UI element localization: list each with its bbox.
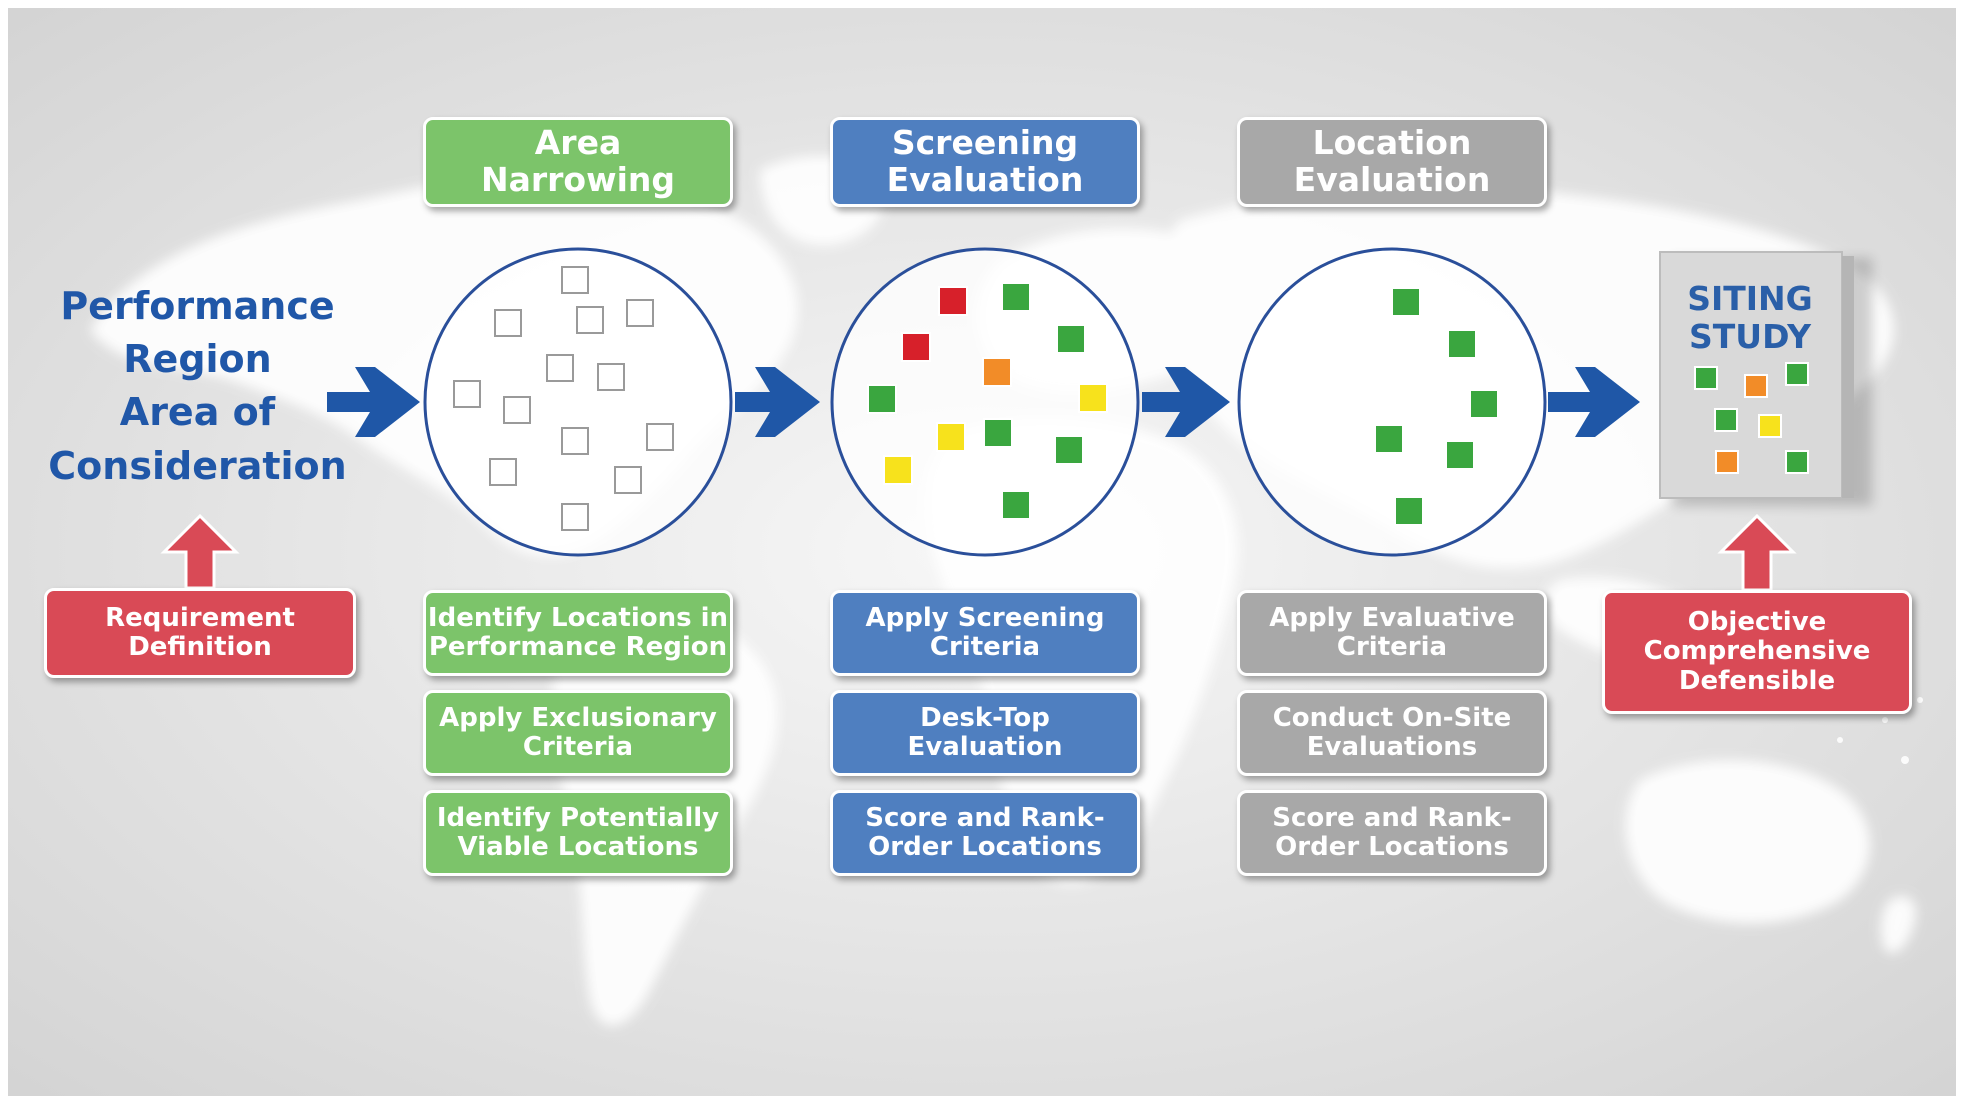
screening-step-1: Apply Screening Criteria [830, 590, 1140, 676]
yellow-location-marker [936, 422, 966, 452]
green-location-marker [1445, 440, 1475, 470]
location-step-3: Score and Rank- Order Locations [1237, 790, 1547, 876]
green-location-marker [1056, 324, 1086, 354]
orange-location-marker [982, 357, 1012, 387]
screening-step-3: Score and Rank- Order Locations [830, 790, 1140, 876]
left-label-line-4: Consideration [48, 443, 347, 488]
empty-location-marker [626, 299, 654, 327]
siting-title-line-1: SITING [1687, 279, 1813, 318]
step-label: Desk-Top Evaluation [907, 702, 1063, 762]
step-label: Apply Exclusionary Criteria [439, 702, 717, 762]
requirement-definition-box: Requirement Definition [44, 588, 356, 678]
green-location-marker [1391, 287, 1421, 317]
green-location-marker [1785, 362, 1809, 386]
flow-arrow-3 [1142, 367, 1230, 437]
empty-location-marker [576, 306, 604, 334]
stage-circles [423, 247, 1547, 557]
step-label: Apply Evaluative Criteria [1269, 602, 1515, 662]
green-location-marker [1394, 496, 1424, 526]
document-spine [1842, 256, 1854, 498]
location-step-1: Apply Evaluative Criteria [1237, 590, 1547, 676]
green-location-marker [1001, 490, 1031, 520]
empty-location-marker [503, 396, 531, 424]
empty-location-marker [489, 458, 517, 486]
island-dot [1882, 717, 1888, 723]
green-location-marker [1469, 389, 1499, 419]
empty-location-marker [561, 266, 589, 294]
stage-header-location-evaluation: Location Evaluation [1237, 117, 1547, 207]
green-location-marker [983, 418, 1013, 448]
flow-arrows [327, 367, 1640, 437]
yellow-location-marker [883, 455, 913, 485]
red-location-marker [901, 332, 931, 362]
outcome-box: Objective Comprehensive Defensible [1602, 590, 1912, 714]
orange-location-marker [1715, 450, 1739, 474]
yellow-location-marker [1758, 414, 1782, 438]
screening-step-2: Desk-Top Evaluation [830, 690, 1140, 776]
orange-location-marker [1744, 374, 1768, 398]
step-label: Apply Screening Criteria [865, 602, 1105, 662]
stage-header-area-narrowing: Area Narrowing [423, 117, 733, 207]
stage-circle-location [1237, 247, 1547, 557]
step-label: Identify Locations in Performance Region [427, 602, 729, 662]
empty-location-marker [614, 466, 642, 494]
empty-location-marker [597, 363, 625, 391]
outcome-line-3: Defensible [1678, 665, 1836, 696]
green-location-marker [867, 384, 897, 414]
new-zealand-shape [1880, 896, 1916, 954]
empty-location-marker [561, 503, 589, 531]
empty-location-marker [494, 309, 522, 337]
step-label: Score and Rank- Order Locations [865, 802, 1105, 862]
stage-title: Location Evaluation [1293, 123, 1491, 199]
location-markers [453, 266, 1809, 531]
empty-location-marker [561, 427, 589, 455]
green-location-marker [1374, 424, 1404, 454]
island-dot [1837, 737, 1843, 743]
area-step-3: Identify Potentially Viable Locations [423, 790, 733, 876]
island-dot [1901, 756, 1909, 764]
left-label-line-1: Performance [60, 284, 335, 328]
flow-arrow-1 [327, 367, 420, 437]
green-location-marker [1714, 408, 1738, 432]
left-label-line-2: Region [123, 337, 272, 382]
island-dot [1917, 697, 1923, 703]
empty-location-marker [453, 380, 481, 408]
green-location-marker [1054, 435, 1084, 465]
step-label: Conduct On-Site Evaluations [1272, 702, 1512, 762]
performance-region-label: Performance Region Area of Consideration [30, 280, 365, 493]
stage-title: Screening Evaluation [886, 123, 1084, 199]
stage-title: Area Narrowing [480, 123, 676, 199]
outcome-line-2: Comprehensive [1643, 636, 1871, 667]
location-step-2: Conduct On-Site Evaluations [1237, 690, 1547, 776]
yellow-location-marker [1078, 383, 1108, 413]
green-location-marker [1447, 329, 1477, 359]
flow-arrow-4 [1548, 367, 1640, 437]
requirement-line-1: Requirement [105, 602, 295, 633]
green-location-marker [1694, 366, 1718, 390]
green-location-marker [1785, 450, 1809, 474]
outcome-line-1: Objective [1687, 607, 1827, 638]
step-label: Score and Rank- Order Locations [1272, 802, 1512, 862]
red-location-marker [938, 286, 968, 316]
up-arrows [160, 513, 1797, 592]
area-step-1: Identify Locations in Performance Region [423, 590, 733, 676]
australia-shape [1625, 760, 1870, 924]
stage-header-screening-evaluation: Screening Evaluation [830, 117, 1140, 207]
requirement-line-2: Definition [128, 632, 272, 662]
step-label: Identify Potentially Viable Locations [436, 802, 720, 862]
empty-location-marker [546, 354, 574, 382]
siting-study-title: SITING STUDY [1660, 280, 1840, 356]
empty-location-marker [646, 423, 674, 451]
left-label-line-3: Area of [119, 390, 276, 435]
green-location-marker [1001, 282, 1031, 312]
siting-title-line-2: STUDY [1689, 316, 1811, 356]
flow-arrow-2 [735, 367, 820, 437]
area-step-2: Apply Exclusionary Criteria [423, 690, 733, 776]
